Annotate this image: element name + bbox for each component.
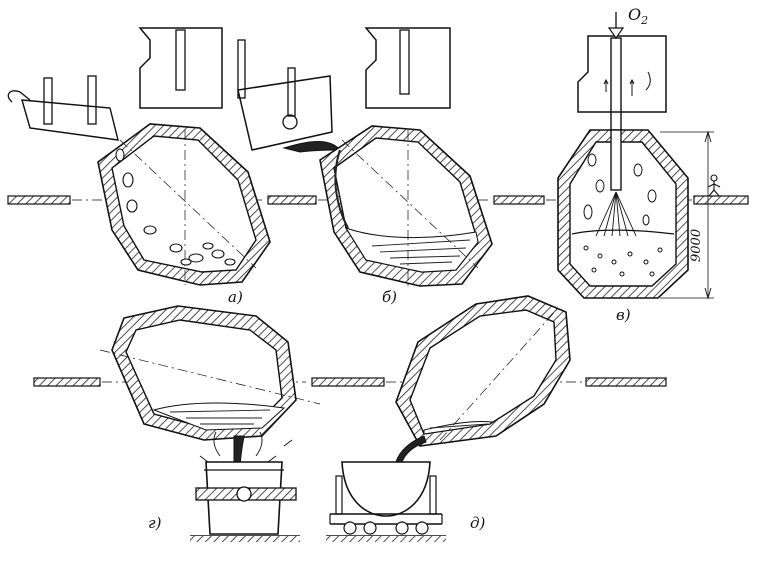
molten-bath — [571, 229, 675, 235]
oxygen-jet — [595, 191, 637, 237]
trunnion-bar — [311, 377, 385, 387]
panel-label-g: г) — [148, 514, 162, 532]
scrap-pieces — [115, 148, 236, 266]
hot-metal-ladle — [237, 75, 333, 151]
trunnion-bar — [33, 377, 101, 387]
panel-label-d: д) — [470, 514, 486, 532]
panel-d: д) — [311, 295, 667, 542]
metal-stream — [282, 141, 342, 153]
exhaust-hood — [138, 27, 223, 109]
molten-bath — [344, 227, 479, 273]
panel-label-b: б) — [382, 288, 397, 306]
slag-stream — [395, 435, 427, 463]
oxygen-arrow-icon — [607, 27, 625, 40]
panel-label-a: а) — [228, 288, 243, 306]
scrap-chute — [21, 99, 119, 141]
trunnion-bar — [693, 195, 749, 205]
slag-pot-car — [329, 461, 443, 535]
panel-v: O2 — [546, 5, 749, 324]
molten-bath — [152, 402, 286, 431]
trunnion-bar — [7, 195, 71, 205]
trunnion-bar — [585, 377, 667, 387]
panel-a: а) — [7, 27, 317, 306]
oxygen-label: O2 — [628, 5, 648, 27]
steel-ladle — [195, 461, 297, 535]
panel-label-v: в) — [616, 306, 631, 324]
trunnion-bar — [267, 195, 317, 205]
panel-b: б) — [237, 27, 545, 306]
exhaust-hood — [364, 27, 451, 109]
trunnion-bar — [493, 195, 545, 205]
panel-g: г) — [33, 305, 321, 542]
exhaust-hood — [577, 35, 667, 113]
worker-figure-icon — [707, 174, 721, 197]
height-dimension-label: 9000 — [689, 229, 704, 262]
